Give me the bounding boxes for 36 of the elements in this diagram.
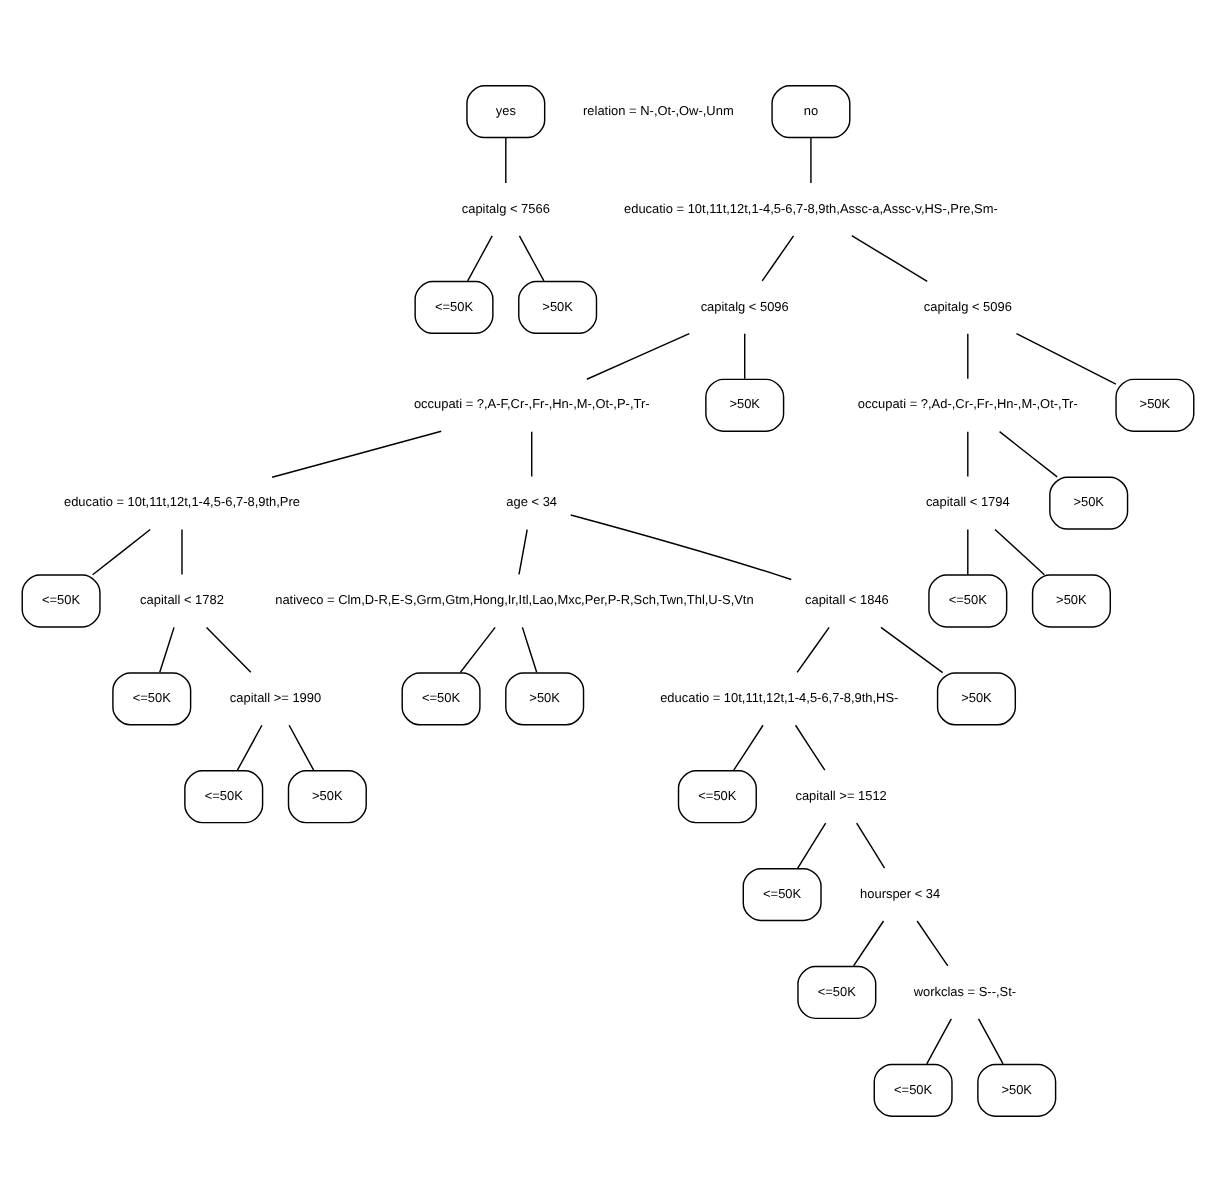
- connector: [181, 527, 183, 575]
- connector: [998, 429, 1058, 477]
- connector: [586, 331, 691, 379]
- connector: [810, 136, 812, 183]
- connector: [855, 821, 886, 868]
- connector: [1015, 331, 1117, 384]
- connector: [236, 723, 263, 770]
- connector: [288, 723, 315, 770]
- connector: [797, 821, 827, 868]
- connector: [880, 625, 944, 673]
- connector: [916, 919, 949, 966]
- connector: [271, 429, 442, 477]
- connector: [459, 625, 496, 673]
- connector: [967, 527, 969, 575]
- connector: [967, 429, 969, 477]
- connector: [159, 625, 175, 673]
- connector: [977, 1017, 1004, 1064]
- connector: [91, 527, 151, 575]
- connector: [761, 234, 795, 281]
- connector: [733, 723, 764, 770]
- connector: [967, 332, 969, 379]
- connector: [852, 919, 885, 966]
- connector: [531, 429, 533, 477]
- connector: [796, 625, 830, 673]
- connector: [518, 234, 545, 281]
- connector: [926, 1017, 953, 1064]
- connector: [205, 625, 252, 673]
- connector: [466, 234, 493, 281]
- connector: [570, 513, 792, 580]
- connector: [518, 527, 528, 575]
- connector: [744, 332, 746, 379]
- connector: [521, 625, 538, 673]
- connector: [994, 527, 1046, 575]
- connector: [851, 233, 928, 282]
- connector: [794, 723, 826, 770]
- connector: [505, 136, 507, 183]
